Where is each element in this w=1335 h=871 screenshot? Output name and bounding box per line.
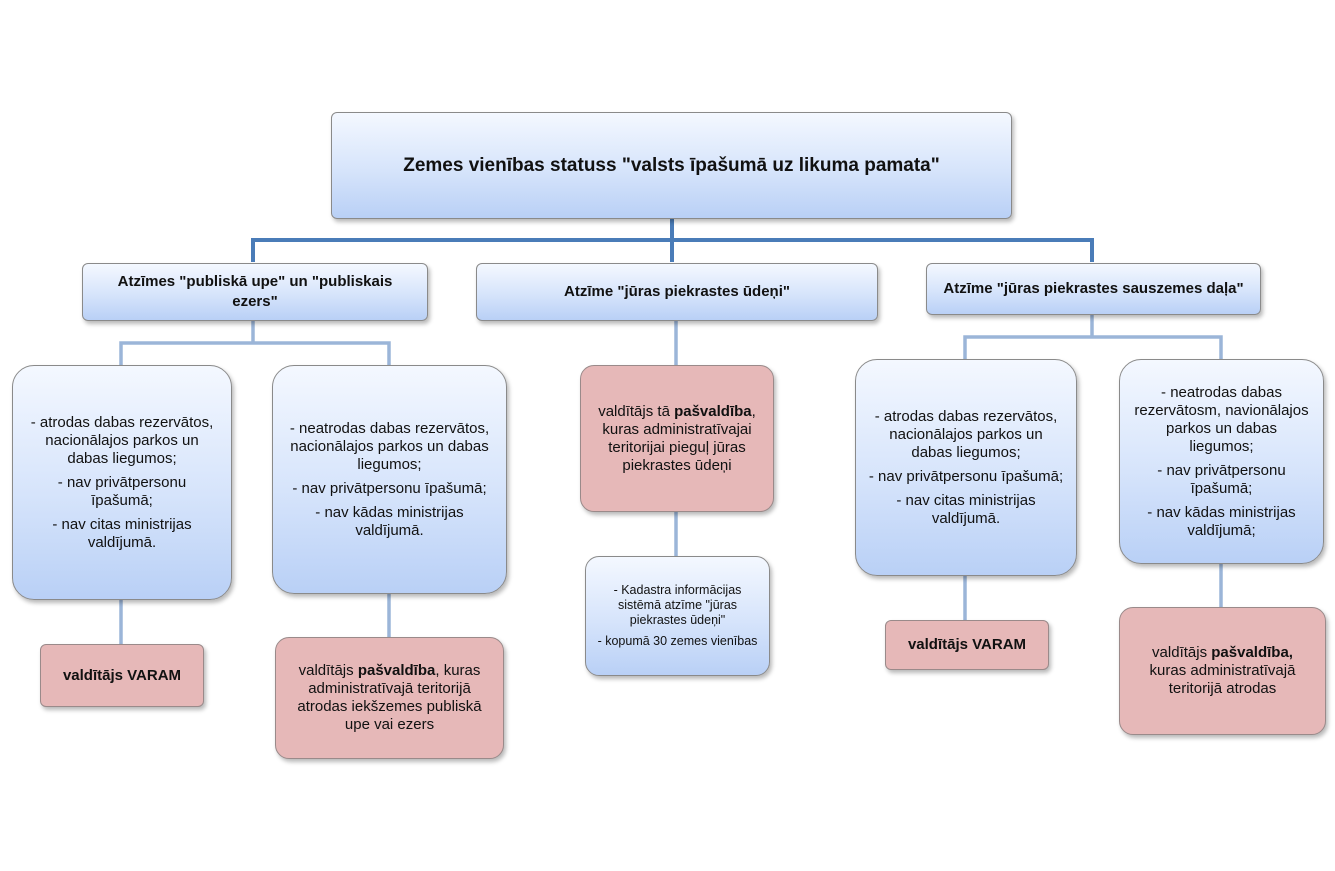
sauszeme-owner-right-prefix: valdītājs: [1152, 644, 1212, 661]
upe-owner-left: valdītājs VARAM: [40, 644, 204, 707]
udeni-note-line-1: - Kadastra informācijas sistēmā atzīme "…: [613, 583, 742, 627]
sauszeme-right-line-1: - neatrodas dabas rezervātosm, navionāla…: [1134, 383, 1309, 455]
sauszeme-owner-right: valdītājs pašvaldība, kuras administratī…: [1119, 607, 1326, 735]
upe-owner-right: valdītājs pašvaldība, kuras administratī…: [275, 637, 504, 759]
category-sauszemes-dala-text: Atzīme "jūras piekrastes sauszemes daļa": [943, 280, 1244, 297]
category-sauszemes-dala: Atzīme "jūras piekrastes sauszemes daļa": [926, 263, 1261, 315]
udeni-note-line-2: - kopumā 30 zemes vienības: [597, 634, 758, 648]
upe-owner-right-suffix: , kuras administratīvajā teritorijā atro…: [297, 662, 482, 733]
udeni-owner-text: valdītājs tā pašvaldība, kuras administr…: [593, 403, 761, 475]
sauszeme-owner-left-text: valdītājs VARAM: [907, 636, 1027, 653]
connector-upe-split: [119, 341, 391, 365]
category-publiska-upe: Atzīmes "publiskā upe" un "publiskais ez…: [82, 263, 428, 321]
sauszeme-owner-right-suffix: kuras administratīvajā teritorijā atroda…: [1149, 662, 1296, 697]
sauszeme-left-line-2: - nav privātpersonu īpašumā;: [868, 467, 1064, 485]
upe-condition-left: - atrodas dabas rezervātos, nacionālajos…: [12, 365, 232, 600]
udeni-owner: valdītājs tā pašvaldība, kuras administr…: [580, 365, 774, 512]
sauszeme-condition-left: - atrodas dabas rezervātos, nacionālajos…: [855, 359, 1077, 576]
sauszeme-condition-right: - neatrodas dabas rezervātosm, navionāla…: [1119, 359, 1324, 564]
upe-right-line-1: - neatrodas dabas rezervātos, nacionālaj…: [289, 419, 490, 473]
upe-owner-right-prefix: valdītājs: [298, 662, 358, 679]
category-juras-udeni: Atzīme "jūras piekrastes ūdeņi": [476, 263, 878, 321]
upe-left-line-3: - nav citas ministrijas valdījumā.: [52, 515, 192, 551]
sauszeme-owner-right-text: valdītājs pašvaldība, kuras administratī…: [1132, 644, 1313, 698]
upe-left-line-1: - atrodas dabas rezervātos, nacionālajos…: [30, 413, 214, 467]
udeni-owner-bold: pašvaldība: [674, 402, 752, 420]
category-publiska-upe-text: Atzīmes "publiskā upe" un "publiskais ez…: [117, 273, 393, 310]
upe-owner-right-text: valdītājs pašvaldība, kuras administratī…: [288, 662, 491, 734]
sauszeme-left-line-1: - atrodas dabas rezervātos, nacionālajos…: [874, 407, 1058, 461]
udeni-note: - Kadastra informācijas sistēmā atzīme "…: [585, 556, 770, 676]
upe-left-line-2: - nav privātpersonu īpašumā;: [57, 473, 187, 509]
root-status-box: Zemes vienības statuss "valsts īpašumā u…: [331, 112, 1012, 219]
sauszeme-owner-right-bold: pašvaldība,: [1211, 644, 1293, 661]
udeni-owner-prefix: valdītājs tā: [598, 402, 675, 420]
root-status-text: Zemes vienības statuss "valsts īpašumā u…: [403, 154, 940, 176]
upe-right-line-2: - nav privātpersonu īpašumā;: [292, 479, 487, 497]
udeni-owner-suffix: , kuras administratīvajai teritorijai pi…: [602, 402, 756, 474]
connector-sauszeme-split: [963, 335, 1223, 359]
sauszeme-owner-left: valdītājs VARAM: [885, 620, 1049, 670]
upe-owner-right-bold: pašvaldība: [357, 662, 436, 679]
upe-right-line-3: - nav kādas ministrijas valdījumā.: [315, 503, 464, 539]
sauszeme-left-line-3: - nav citas ministrijas valdījumā.: [896, 491, 1036, 527]
sauszeme-right-line-3: - nav kādas ministrijas valdījumā;: [1147, 503, 1296, 539]
upe-owner-left-text: valdītājs VARAM: [62, 666, 182, 684]
upe-condition-right: - neatrodas dabas rezervātos, nacionālaj…: [272, 365, 507, 594]
sauszeme-right-line-2: - nav privātpersonu īpašumā;: [1157, 461, 1286, 497]
category-juras-udeni-text: Atzīme "jūras piekrastes ūdeņi": [564, 283, 790, 300]
